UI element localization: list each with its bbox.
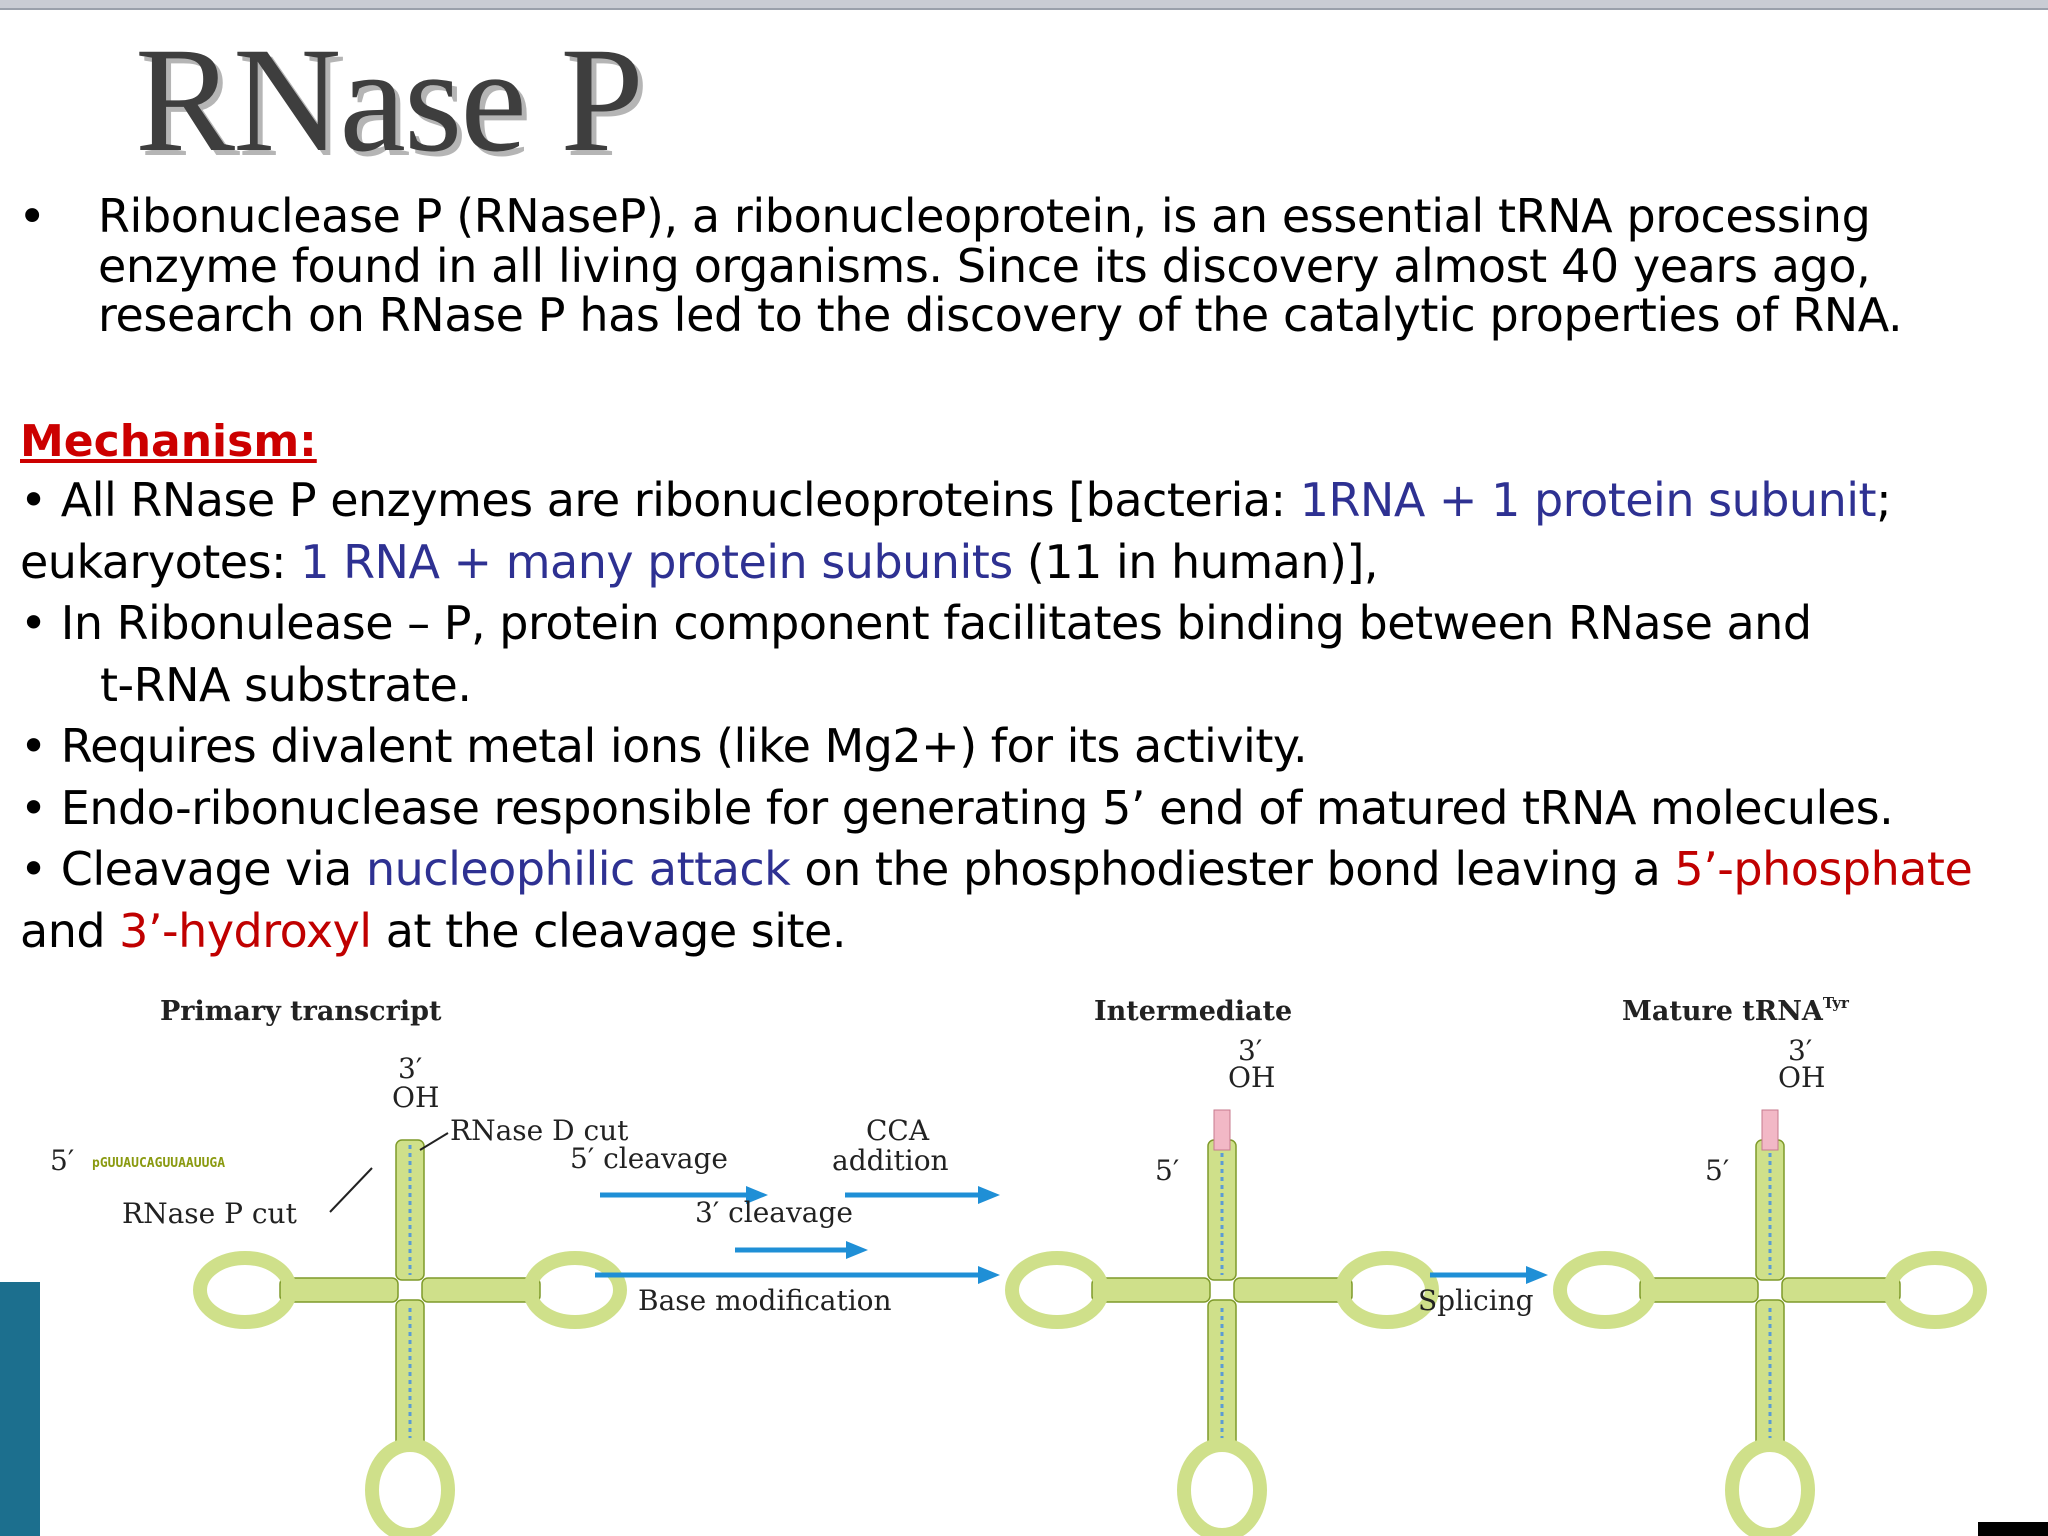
mechanism-bullet-1-line-1: • All RNase P enzymes are ribonucleoprot…	[20, 473, 1892, 527]
nucleophilic-attack-term: nucleophilic attack	[366, 842, 791, 896]
intermediate-trna	[1012, 1109, 1432, 1535]
five-cleavage-label: 5′ cleavage	[570, 1142, 728, 1175]
rnase-p-cut-pointer	[329, 1167, 373, 1213]
intermediate-five-prime: 5′	[1155, 1154, 1179, 1187]
intro-bullet: •	[18, 189, 47, 245]
mature-three-prime: 3′	[1788, 1034, 1812, 1067]
intermediate-label: Intermediate	[1094, 996, 1292, 1027]
slide-title: RNase P	[135, 17, 644, 183]
base-modification-label: Base modification	[638, 1284, 892, 1317]
rnase-d-cut-label: RNase D cut	[450, 1114, 629, 1147]
cca-label-line2: addition	[832, 1144, 949, 1177]
mechanism-bullet-2-line-2: t-RNA substrate.	[100, 657, 472, 712]
mature-five-prime: 5′	[1705, 1154, 1729, 1187]
rnase-p-cut-label: RNase P cut	[122, 1197, 298, 1230]
rnase-d-cut-pointer	[419, 1132, 449, 1151]
five-phosphate-term: 5’-phosphate	[1674, 842, 1973, 896]
slide-top-border	[0, 0, 2048, 10]
mature-trna-label: Mature tRNATyr	[1622, 994, 1850, 1027]
mechanism-bullet-4: • Endo-ribonuclease responsible for gene…	[20, 780, 1894, 835]
primary-transcript-label: Primary transcript	[160, 996, 442, 1027]
intro-paragraph: Ribonuclease P (RNaseP), a ribonucleopro…	[98, 189, 1903, 342]
slide-corner-mark	[1978, 1522, 2048, 1536]
primary-oh: OH	[392, 1081, 439, 1114]
cca-label-line1: CCA	[866, 1114, 930, 1147]
primary-five-prime: 5′	[50, 1144, 74, 1177]
three-cleavage-label: 3′ cleavage	[695, 1196, 853, 1229]
mechanism-bullet-1-line-2: eukaryotes: 1 RNA + many protein subunit…	[20, 534, 1379, 589]
three-hydroxyl-term: 3’-hydroxyl	[119, 903, 372, 958]
intermediate-oh: OH	[1228, 1061, 1275, 1094]
mechanism-heading: Mechanism:	[20, 416, 317, 467]
mature-trna	[1560, 1109, 1980, 1535]
splicing-label: Splicing	[1418, 1284, 1534, 1317]
bacteria-composition: 1RNA + 1 protein subunit	[1299, 473, 1877, 527]
trna-processing-figure: Primary transcript Intermediate Mature t…	[50, 994, 2048, 1536]
mechanism-bullet-5-line-2: and 3’-hydroxyl at the cleavage site.	[20, 903, 846, 958]
slide-corner-decoration	[0, 1282, 40, 1536]
primary-three-prime: 3′	[398, 1052, 422, 1085]
mechanism-bullet-3: • Requires divalent metal ions (like Mg2…	[20, 719, 1308, 773]
intermediate-three-prime: 3′	[1238, 1034, 1262, 1067]
mechanism-list: • All RNase P enzymes are ribonucleoprot…	[20, 470, 2040, 962]
mechanism-bullet-5-line-1: • Cleavage via nucleophilic attack on th…	[20, 842, 1973, 896]
eukaryote-composition: 1 RNA + many protein subunits	[300, 534, 1013, 589]
leader-sequence: pGUUAUCAGUUAAUUGA	[92, 1156, 225, 1171]
mature-oh: OH	[1778, 1061, 1825, 1094]
mechanism-bullet-2-line-1: • In Ribonulease – P, protein component …	[20, 596, 1812, 650]
